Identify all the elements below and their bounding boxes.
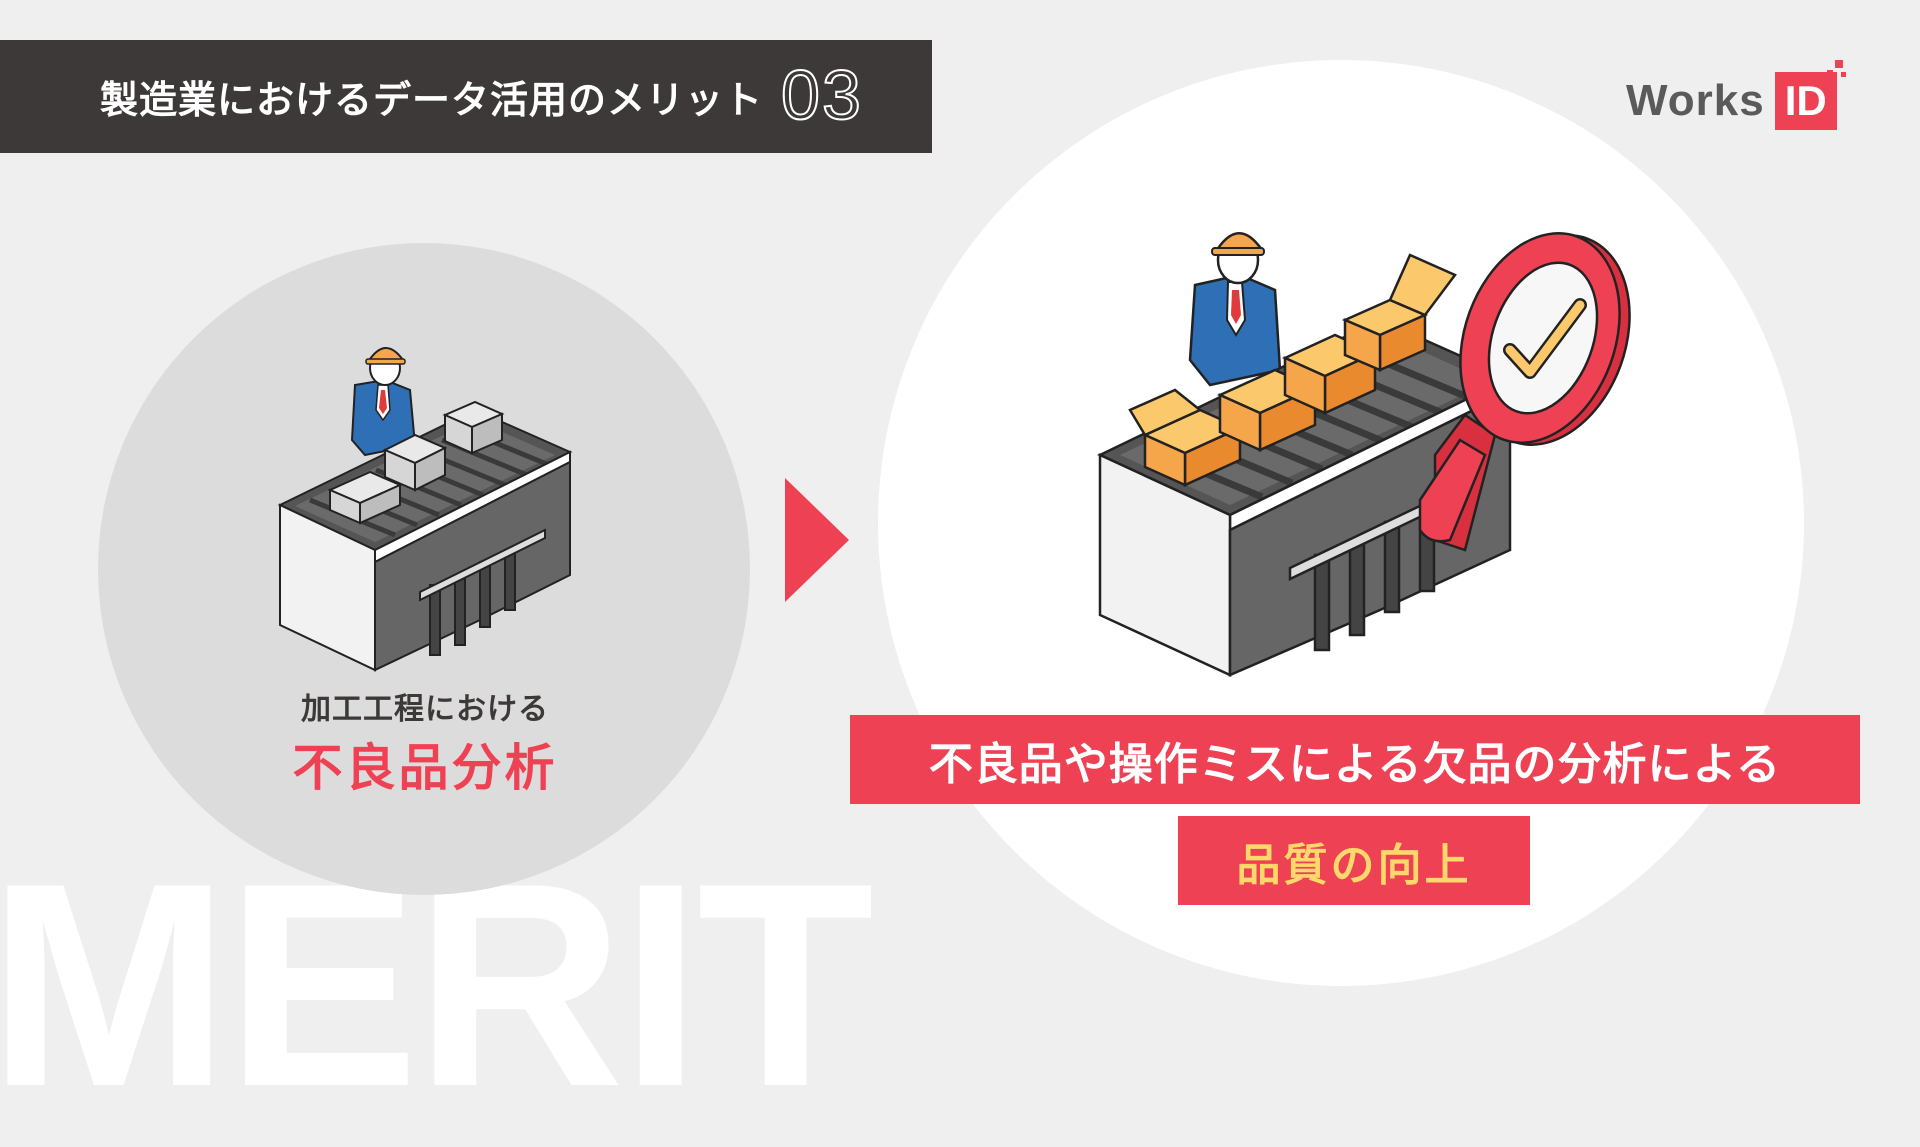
worker-icon (1188, 232, 1282, 387)
logo-badge: ID (1774, 60, 1846, 130)
works-id-logo: Works ID (1626, 60, 1846, 132)
logo-dots-icon (1826, 60, 1847, 80)
result-banner-line2: 品質の向上 (1178, 816, 1530, 905)
result-banner-line1-text: 不良品や操作ミスによる欠品の分析による (928, 738, 1782, 790)
header-bar: 製造業におけるデータ活用のメリット 03 (0, 40, 932, 153)
box-icon (1128, 253, 1457, 487)
conveyor-gray-illustration (277, 347, 573, 672)
conveyor-color-illustration (1097, 232, 1631, 677)
left-title: 不良品分析 (292, 739, 558, 797)
merit-number: 03 (780, 55, 863, 134)
page-title: 製造業におけるデータ活用のメリット (100, 78, 764, 122)
magnifier-check-icon (1418, 232, 1631, 552)
box-icon (327, 400, 505, 525)
arrow-right-icon (785, 478, 849, 602)
left-subtitle: 加工工程における (301, 692, 549, 727)
result-banner-line1: 不良品や操作ミスによる欠品の分析による (850, 715, 1860, 804)
logo-text: Works (1626, 76, 1765, 125)
logo-badge-text: ID (1784, 77, 1827, 124)
result-banner-line2-text: 品質の向上 (1236, 839, 1472, 891)
